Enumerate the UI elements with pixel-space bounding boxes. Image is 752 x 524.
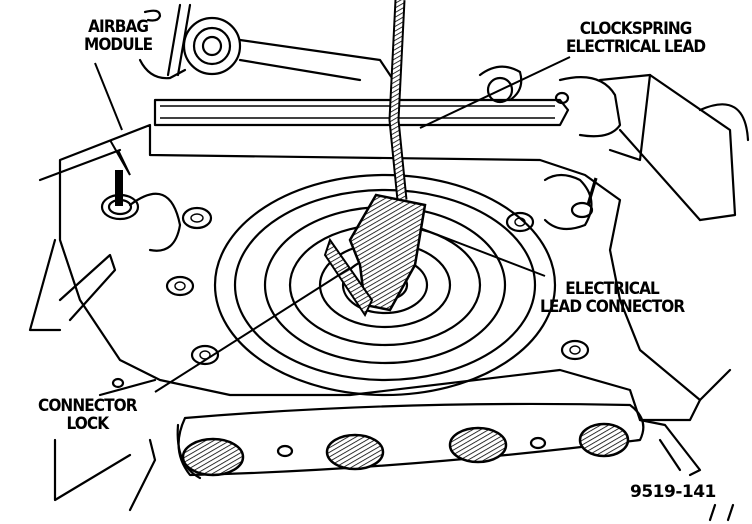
label-lead-connector-line1: ELECTRICAL xyxy=(565,279,660,299)
label-airbag-module: AIRBAG MODULE xyxy=(84,17,153,55)
label-airbag-module-line2: MODULE xyxy=(84,35,153,55)
label-lead-connector: ELECTRICAL LEAD CONNECTOR xyxy=(540,279,685,317)
clockspring-lead xyxy=(388,0,408,201)
label-airbag-module-line1: AIRBAG xyxy=(88,17,149,37)
figure-number: 9519-141 xyxy=(630,482,716,502)
leader-lines xyxy=(94,56,571,393)
lower-strip xyxy=(176,402,702,480)
clockspring-rings xyxy=(213,173,557,397)
label-clockspring-lead: CLOCKSPRING ELECTRICAL LEAD xyxy=(566,19,706,57)
label-clockspring-lead-line1: CLOCKSPRING xyxy=(579,19,693,39)
pad-piece xyxy=(598,73,750,222)
wheel-spokes xyxy=(53,368,735,522)
label-clockspring-lead-line2: ELECTRICAL LEAD xyxy=(566,37,706,57)
electrical-lead-connector xyxy=(323,193,427,318)
label-connector-lock: CONNECTOR LOCK xyxy=(38,396,138,434)
module-plate xyxy=(28,123,702,422)
column-shroud xyxy=(138,3,402,92)
label-connector-lock-line1: CONNECTOR xyxy=(38,396,138,416)
upper-bracket xyxy=(153,65,622,138)
left-stud xyxy=(100,170,182,252)
label-lead-connector-line2: LEAD CONNECTOR xyxy=(540,297,685,317)
right-stud xyxy=(543,173,598,231)
label-connector-lock-line2: LOCK xyxy=(66,414,109,434)
